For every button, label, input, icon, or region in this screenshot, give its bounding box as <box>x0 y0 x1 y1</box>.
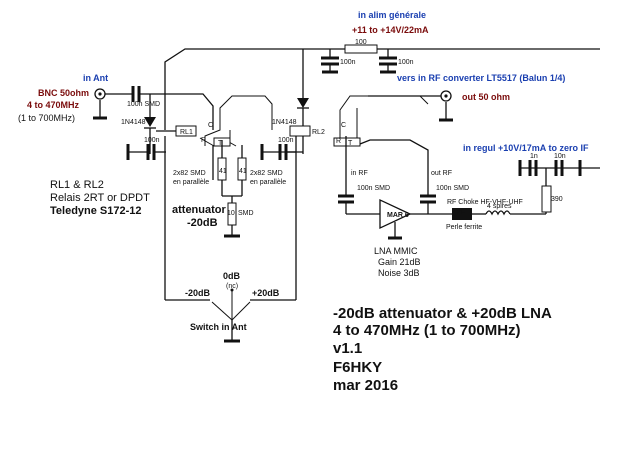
attenuator-network <box>212 140 247 238</box>
out-rf-label: out RF <box>431 170 452 177</box>
rl1-c-label: C <box>208 122 213 129</box>
bnc-output-connector <box>368 90 453 122</box>
parallel-a: en parallèle <box>173 179 209 186</box>
rf-converter-label: vers in RF converter LT5517 (Balun 1/4) <box>397 73 565 83</box>
c100n-top1-label: 100n <box>340 59 356 66</box>
cap-1n-label: 1n <box>530 153 538 160</box>
lna-gain: Gain 21dB <box>378 257 421 267</box>
bnc-label: BNC 50ohm <box>38 88 89 98</box>
bnc-range: 4 to 470MHz <box>27 100 80 110</box>
bnc-input-connector <box>93 86 214 130</box>
attenuator-value: -20dB <box>187 217 218 229</box>
diode2-label: 1N4148 <box>272 119 297 126</box>
c100n-a-label: 100n <box>144 137 160 144</box>
title-line3: v1.1 <box>333 340 362 357</box>
regul-decoupling <box>518 160 600 176</box>
rl2-r-label: R <box>336 138 341 145</box>
relays-line1: RL1 & RL2 <box>50 179 104 191</box>
c100n-smd-label: 100n SMD <box>127 101 160 108</box>
relay-rl2 <box>260 90 429 160</box>
pf-label: PF <box>456 209 465 216</box>
regul-label: in regul +10V/17mA to zero IF <box>463 143 589 153</box>
res41-a: 41 <box>219 168 227 175</box>
cap-10n-label: 10n <box>554 153 566 160</box>
rf-choke-label: RF Choke HF-VHF-UHF <box>447 199 523 206</box>
smd82-a: 2x82 SMD <box>173 170 206 177</box>
c100n-smd2-label: 100n SMD <box>357 185 390 192</box>
lna-title: LNA MMIC <box>374 246 418 256</box>
bnc-range2: (1 to 700MHz) <box>18 113 75 123</box>
rl1-t-label: T <box>218 140 223 147</box>
relays-line3: Teledyne S172-12 <box>50 205 142 217</box>
relay-rl1 <box>126 94 273 160</box>
lna-noise: Noise 3dB <box>378 268 420 278</box>
labels-group: in alim générale +11 to +14V/22mA 100 10… <box>18 10 589 394</box>
r100-top-label: 100 <box>355 39 367 46</box>
supply-rail <box>164 44 600 130</box>
in-rf-label: in RF <box>351 170 368 177</box>
alim-label: in alim générale <box>358 10 426 20</box>
relays-line2: Relais 2RT or DPDT <box>50 192 150 204</box>
rl1-label: RL1 <box>180 129 193 136</box>
rl2-label: RL2 <box>312 129 325 136</box>
rl2-t-label: T <box>348 140 353 147</box>
nc-label: (nc) <box>226 283 238 290</box>
res10-label: 10 <box>227 210 235 217</box>
res41-b: 41 <box>239 168 247 175</box>
title-line1: -20dB attenuator & +20dB LNA <box>333 305 552 322</box>
c100n-top2-label: 100n <box>398 59 414 66</box>
switch-label: Switch in Ant <box>190 322 247 332</box>
title-line4: F6HKY <box>333 359 382 376</box>
switch-wiring <box>164 136 297 343</box>
minus20-label: -20dB <box>185 288 211 298</box>
spires-label: 4 spires <box>487 203 512 210</box>
rl1-r-label: R <box>201 137 206 144</box>
res10-smd: SMD <box>238 210 254 217</box>
out-50-label: out 50 ohm <box>462 92 510 102</box>
plus20-label: +20dB <box>252 288 280 298</box>
attenuator-label: attenuator <box>172 204 227 216</box>
perle-label: Perle ferrite <box>446 224 482 231</box>
title-line5: mar 2016 <box>333 377 398 394</box>
parallel-b: en parallèle <box>250 179 286 186</box>
title-line2: 4 to 470MHz (1 to 700MHz) <box>333 322 521 339</box>
smd82-b: 2x82 SMD <box>250 170 283 177</box>
in-ant-label: in Ant <box>83 73 108 83</box>
alim-spec: +11 to +14V/22mA <box>352 25 429 35</box>
lna-section <box>338 136 552 240</box>
diode1-label: 1N4148 <box>121 119 146 126</box>
zero-db-label: 0dB <box>223 271 241 281</box>
r390-label: 390 <box>551 196 563 203</box>
c100n-b-label: 100n <box>278 137 294 144</box>
rl2-c-label: C <box>341 122 346 129</box>
mar6-label: MAR 6 <box>387 212 409 219</box>
c100n-smd3-label: 100n SMD <box>436 185 469 192</box>
